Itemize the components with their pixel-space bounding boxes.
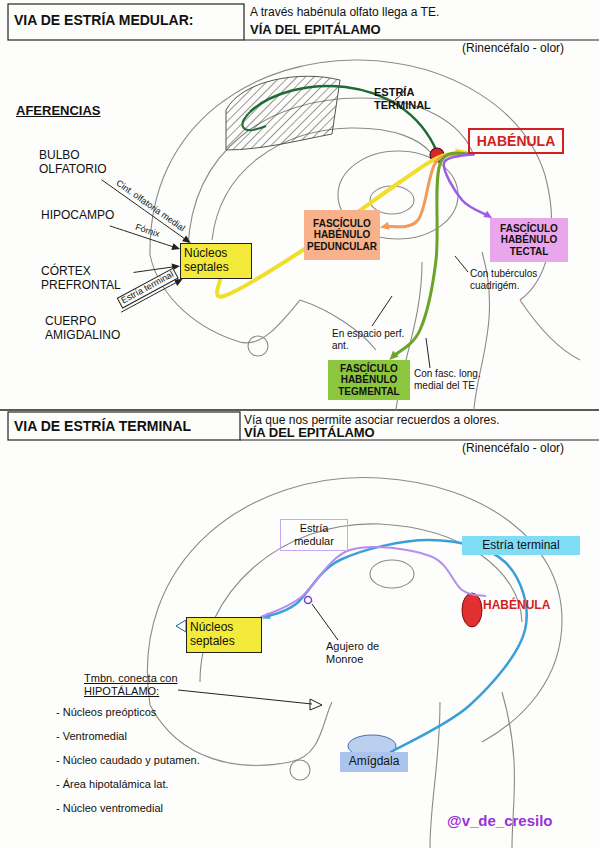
habenula-shape [462, 593, 482, 627]
connector-line [266, 540, 526, 752]
nucleus-box: Núcleos septales [180, 243, 252, 279]
node-text: Núcleos septales [190, 621, 258, 649]
brain-outline [147, 478, 562, 848]
section-divider [0, 409, 599, 410]
arrow-head [483, 211, 492, 218]
connector-line [102, 180, 187, 240]
node-text: FASCÍCULO HABÉNULO TEGMENTAL [331, 363, 407, 398]
note-text: (Rinencéfalo - olor) [462, 42, 592, 56]
note-text: (Rinencéfalo - olor) [462, 442, 592, 456]
leader-line [426, 338, 430, 368]
note-text: A través habénula olfato llega a TE. [250, 6, 595, 20]
connector [217, 149, 468, 297]
tract-box: FASCÍCULO HABÉNULO PEDUNCULAR [304, 210, 380, 260]
tract-box: Estría terminal [462, 536, 580, 555]
node-text: Estría medular [284, 522, 344, 547]
header-rule [244, 40, 599, 41]
node-text: HIPOCAMPO [41, 209, 119, 223]
node-text: HABÉNULA [483, 599, 561, 613]
section-heading: VIA DE ESTRÍA TERMINAL [14, 418, 238, 434]
watermark: @v_de_cresilo [447, 812, 592, 829]
list-item: - Núcleo caudado y putamen. [56, 754, 236, 767]
annotation: En espacio perf. ant. [332, 328, 416, 351]
brain-outline [150, 60, 580, 410]
stria-terminalis-tract [243, 112, 266, 130]
arrow-head [174, 279, 183, 286]
annotation: Con fasc. long. medial del TE [414, 368, 506, 391]
hatched-region [226, 76, 340, 150]
subheading: VÍA DEL EPITÁLAMO [244, 426, 444, 441]
subheading: VÍA DEL EPITÁLAMO [250, 23, 450, 38]
list-item: - Núcleo ventromedial [56, 802, 236, 815]
leader-line [312, 604, 338, 640]
edge-label: Cint. olfatoria medial [114, 178, 187, 234]
connector [261, 547, 485, 617]
annotation: Con tubérculos cuadrigém. [470, 268, 570, 291]
habenula-box: HABÉNULA [468, 128, 564, 154]
list-item: - Área hipotalámica lat. [56, 778, 236, 791]
connector-line [217, 153, 461, 297]
node-text: Amígdala [343, 755, 405, 769]
arrow-head [389, 351, 398, 360]
arrow-head [182, 235, 191, 243]
header-frame [8, 412, 240, 440]
node-text: Estría terminal [465, 539, 577, 553]
list-item: - Ventromedial [56, 730, 236, 743]
tract-name: ESTRÍA TERMINAL [374, 86, 444, 111]
foramen-mark [305, 597, 312, 604]
connector [102, 180, 191, 243]
node-text: CÓRTEX PREFRONTAL [41, 265, 131, 293]
nucleus-box: Núcleos septales [186, 617, 262, 653]
afferent-source: CUERPO AMIGDALINO [42, 312, 138, 346]
connector-line [261, 547, 485, 617]
header-frame [8, 4, 244, 40]
list-heading: Tmbn. conecta con HIPOTÁLAMO: [84, 672, 254, 697]
afferent-source: CÓRTEX PREFRONTAL [38, 262, 134, 296]
leader-line [455, 256, 468, 272]
tract-box: FASCÍCULO HABÉNULO TECTAL [490, 218, 568, 262]
edge-label: Fórnix [134, 222, 161, 239]
afferent-source: BULBO OLFATORIO [36, 146, 120, 180]
node-text: HABÉNULA [473, 133, 559, 149]
section-heading: VIA DE ESTRÍA MEDULAR: [14, 12, 242, 28]
node-text: FASCÍCULO HABÉNULO PEDUNCULAR [307, 218, 377, 253]
node-text: CUERPO AMIGDALINO [45, 315, 135, 343]
node-text: FASCÍCULO HABÉNULO TECTAL [493, 223, 565, 258]
list-heading: AFERENCIAS [16, 104, 126, 119]
annotation: Agujero de Monroe [326, 640, 400, 665]
afferent-source: HIPOCAMPO [38, 206, 122, 226]
list-item: - Núcleos preópticos [56, 706, 236, 719]
arrow-head [171, 243, 180, 250]
tract-box: Estría medular [280, 519, 348, 551]
arrow-head [380, 222, 390, 230]
tract-box: FASCÍCULO HABÉNULO TEGMENTAL [328, 360, 410, 400]
arrow-mark [310, 699, 322, 710]
node-text: BULBO OLFATORIO [39, 149, 117, 177]
connector [444, 154, 492, 218]
connector-line [393, 153, 473, 356]
leader-line [372, 296, 392, 326]
arrow-mark [176, 620, 186, 632]
connector [262, 540, 527, 752]
node-text: Núcleos septales [184, 247, 248, 275]
nucleus-box: Amígdala [340, 752, 408, 772]
leader-line [178, 690, 312, 704]
edge-label: Estría terminal [117, 267, 179, 308]
habenula-box: HABÉNULA [480, 596, 564, 615]
connector-line [444, 154, 488, 216]
